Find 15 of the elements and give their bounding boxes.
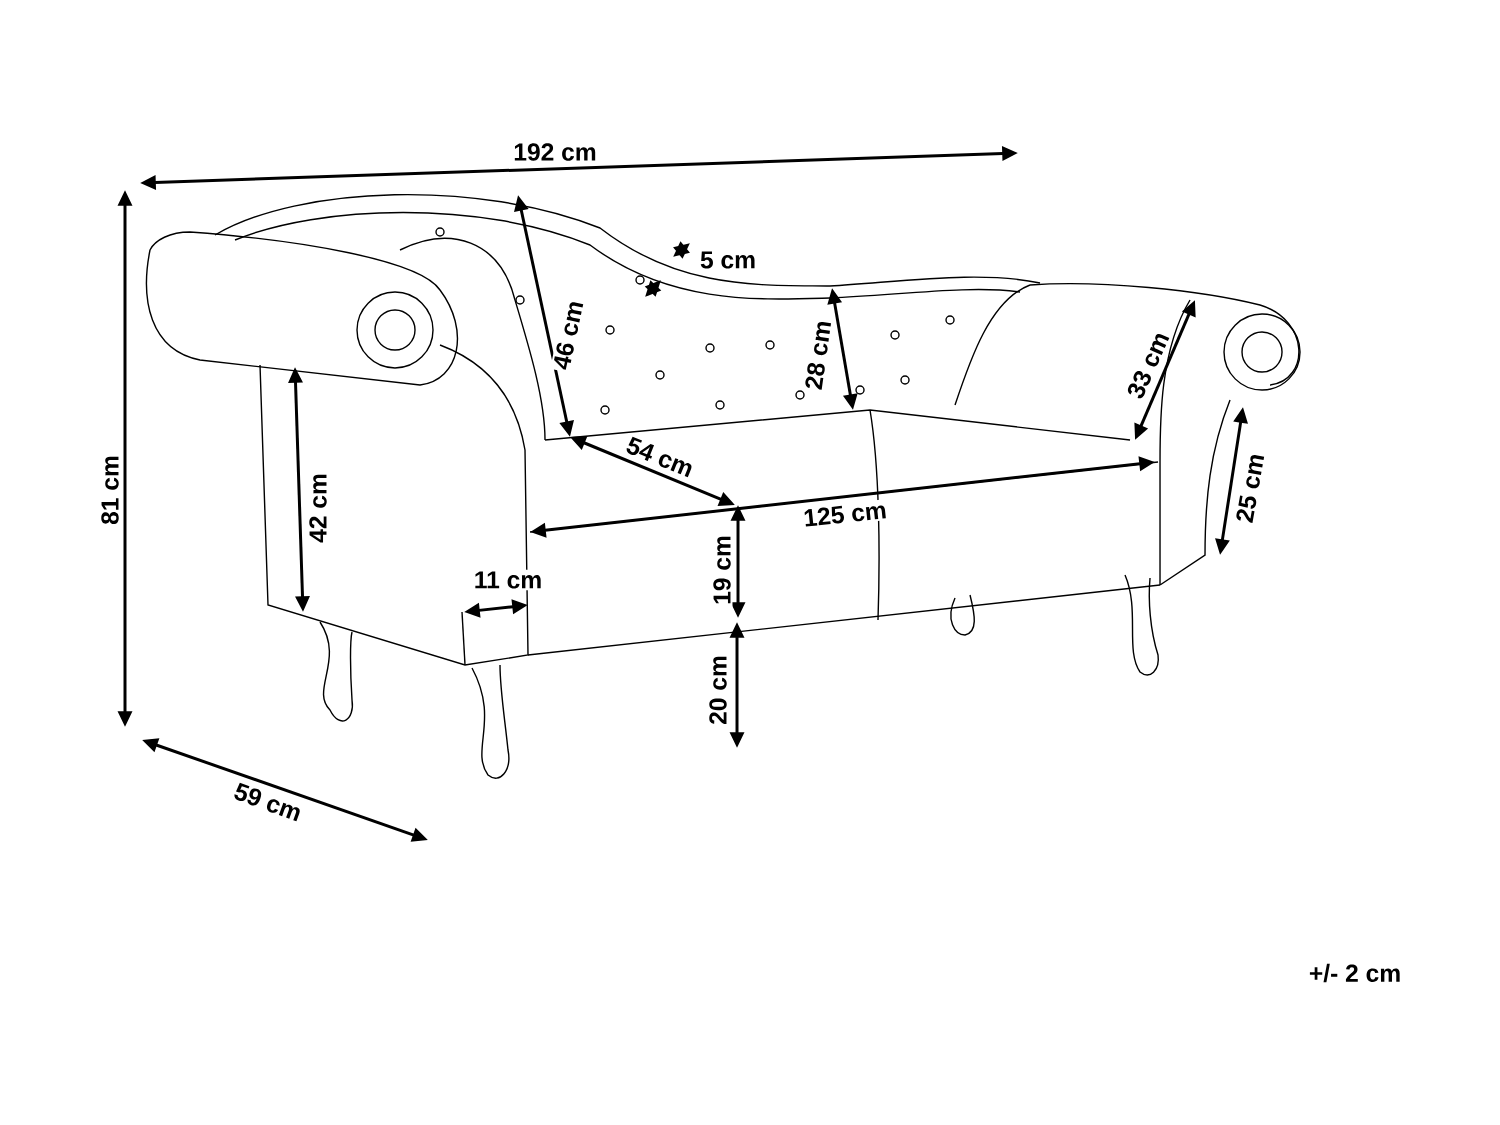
dimension-label: 42 cm: [307, 471, 329, 545]
dimension-label: 54 cm: [622, 433, 698, 481]
dimension-label: 19 cm: [711, 533, 733, 607]
dimension-label: 5 cm: [698, 249, 758, 271]
dimension-label: 25 cm: [1233, 450, 1267, 526]
dimension-label: 59 cm: [230, 779, 306, 825]
dimension-label: 125 cm: [800, 499, 890, 529]
tolerance-note: +/- 2 cm: [1307, 962, 1403, 984]
dimension-label: 46 cm: [550, 297, 586, 373]
dimension-label: 81 cm: [99, 453, 121, 527]
dimension-label: 20 cm: [707, 653, 729, 727]
dimension-label: 33 cm: [1123, 327, 1173, 403]
dimension-label: 192 cm: [511, 141, 599, 163]
dimension-label: 28 cm: [802, 317, 834, 393]
dimension-label: 11 cm: [472, 569, 544, 591]
